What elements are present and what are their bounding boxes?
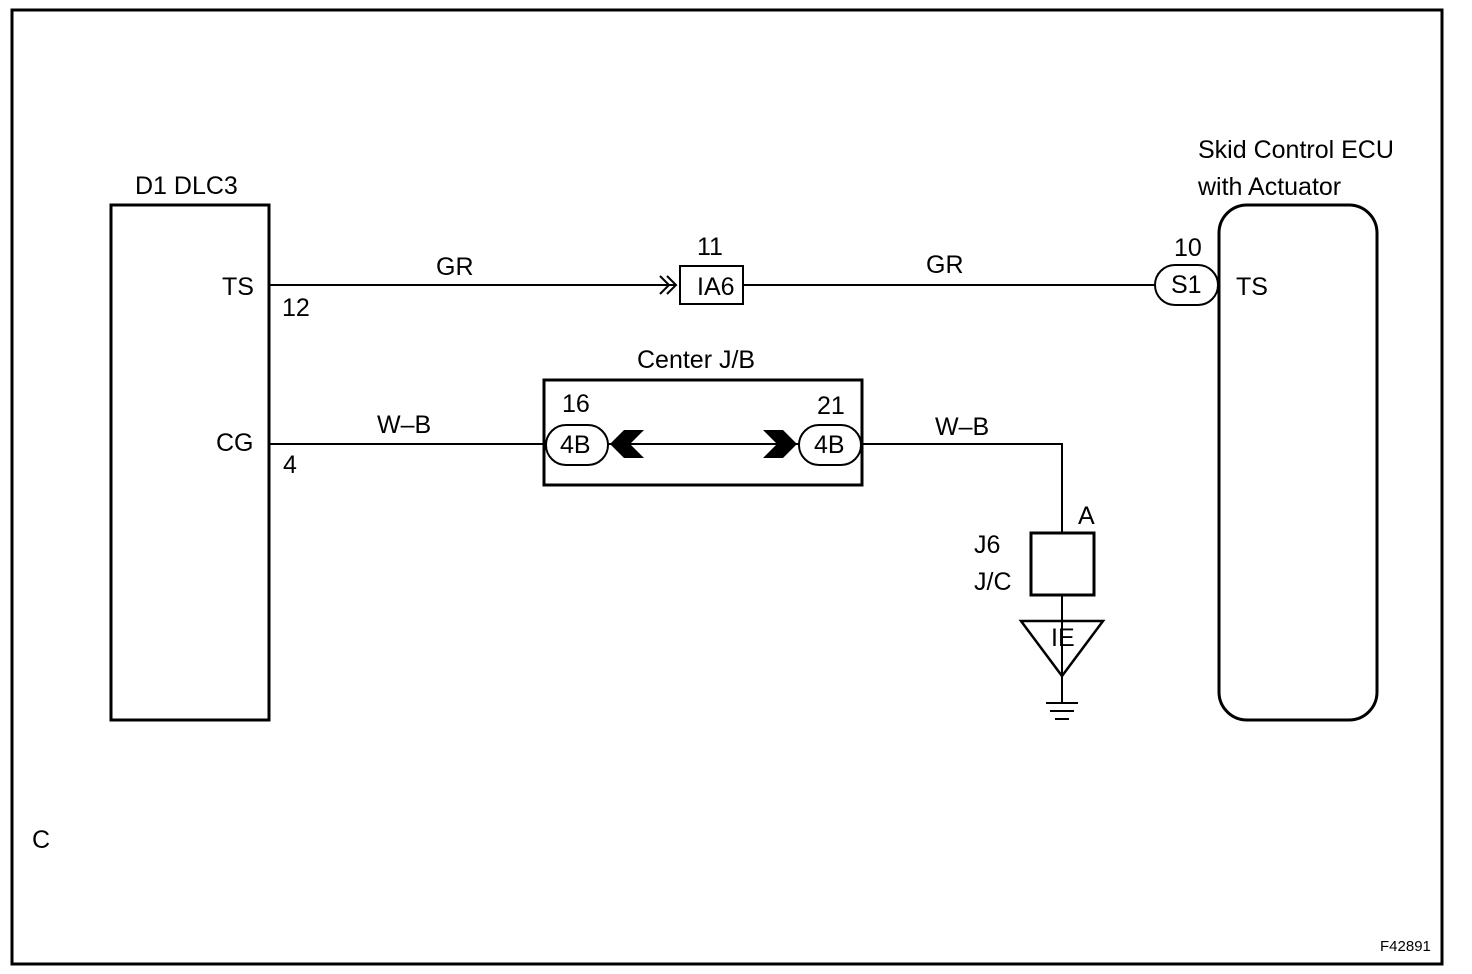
corner-label: C: [32, 826, 50, 854]
cg-wire: W–B: [269, 411, 546, 445]
ground-point-label: IE: [1051, 624, 1075, 652]
center-jb-left-pin: 16: [562, 390, 590, 418]
ts-wire-chevron-icon: [659, 275, 678, 295]
dlc3-pin-ts-label: TS: [222, 273, 254, 301]
junction-name-line1: J6: [974, 531, 1000, 559]
ground-wire: W–B A J6 J/C IE: [861, 413, 1106, 720]
dlc3-pin-cg-number: 4: [283, 451, 297, 479]
ts-junction-connector: IA6: [697, 273, 735, 301]
dlc3-component: D1 DLC3 TS 12 CG 4: [109, 172, 310, 722]
center-jb-component: Center J/B 16 4B 21 4B: [542, 346, 864, 487]
ground-wire-path: [861, 443, 1063, 533]
dlc3-box: [109, 203, 271, 722]
junction-connector-box: [1029, 531, 1096, 597]
ecu-pin-ts-label: TS: [1236, 273, 1268, 301]
center-jb-title: Center J/B: [637, 346, 755, 374]
dlc3-pin-cg-label: CG: [216, 429, 254, 457]
center-jb-right-connector: 4B: [814, 431, 845, 459]
diagram-frame: [10, 8, 1444, 966]
junction-name-line2: J/C: [974, 568, 1012, 596]
ecu-connector-pill: [1154, 264, 1219, 306]
center-jb-left-connector: 4B: [560, 431, 591, 459]
figure-code: F42891: [1380, 938, 1431, 955]
cg-wire-color-left: W–B: [377, 411, 431, 439]
ecu-pin-number: 10: [1174, 234, 1202, 262]
ts-junction-pin: 11: [697, 233, 723, 261]
ecu-box: [1217, 203, 1379, 722]
ecu-title-line1: Skid Control ECU: [1198, 136, 1394, 164]
ecu-component: Skid Control ECU with Actuator 10 S1 TS: [1154, 136, 1394, 722]
ts-junction-connector-box: [679, 265, 744, 305]
dlc3-title: D1 DLC3: [135, 172, 238, 200]
ecu-connector-label: S1: [1171, 271, 1202, 299]
cg-wire-color-right: W–B: [935, 413, 989, 441]
ts-wire: GR 11 IA6 GR: [269, 233, 1157, 305]
center-jb-right-chevron-icon: [763, 430, 797, 458]
center-jb-right-pin: 21: [817, 392, 845, 420]
ecu-title-line2: with Actuator: [1197, 173, 1341, 201]
junction-pin: A: [1078, 502, 1095, 530]
ts-wire-color-left: GR: [436, 253, 474, 281]
ts-wire-color-right: GR: [926, 251, 964, 279]
center-jb-left-chevron-icon: [610, 430, 644, 458]
dlc3-pin-ts-number: 12: [282, 294, 310, 322]
